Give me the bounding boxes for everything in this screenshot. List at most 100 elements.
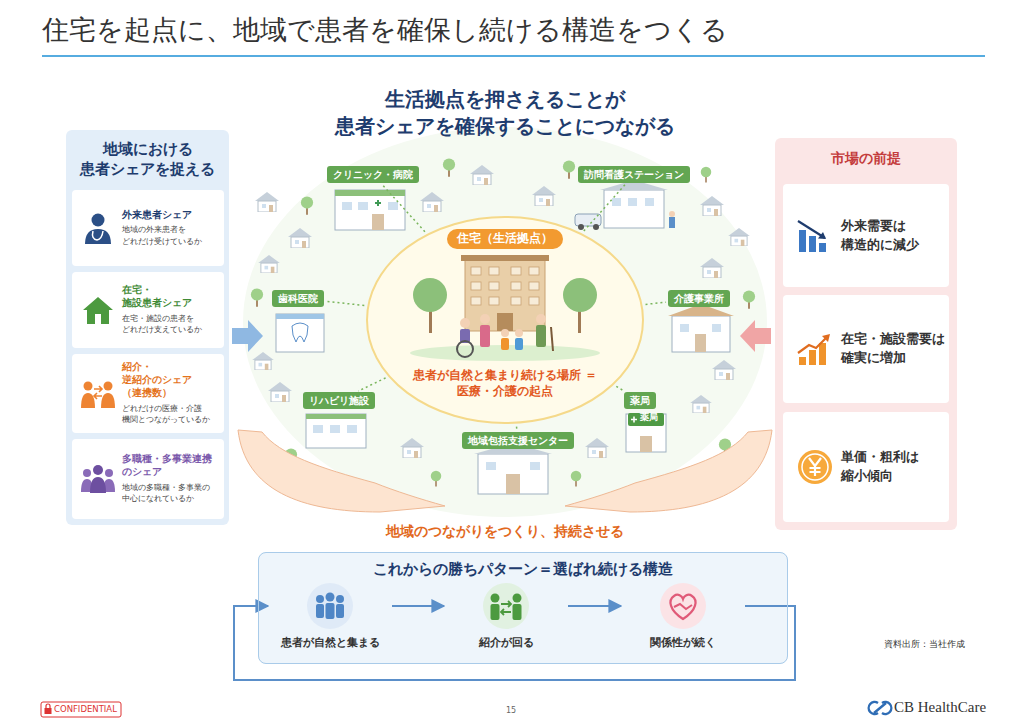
label-holder: 地域のつながりをつくり、持続させる xyxy=(305,522,705,540)
confidential-tag xyxy=(41,702,121,717)
dotted-link xyxy=(382,185,425,232)
market-item-box: 在宅・施設需要は 確実に増加 xyxy=(783,295,949,403)
clinic-building xyxy=(335,190,405,230)
item-heading: 多職種・多事業連携 のシェア xyxy=(122,453,221,479)
home-body-text: 患者が自然と集まり続ける場所 ＝医療・介護の起点 xyxy=(405,367,605,399)
dotted-link xyxy=(326,301,364,305)
share-item-box: 在宅・施設患者シェア在宅・施設の患者を どれだけ支えているか xyxy=(72,272,224,348)
cycle-step: 紹介が回る xyxy=(446,582,566,658)
facility-name: 介護事業所 xyxy=(674,292,724,305)
houses xyxy=(252,165,750,458)
decline-chart-icon xyxy=(795,216,835,256)
facility-name: 薬局 xyxy=(630,394,650,407)
relationship-icon xyxy=(659,582,707,630)
source-note: 資料出所：当社作成 xyxy=(884,638,965,651)
cycle-step: 関係性が続く xyxy=(623,582,743,658)
company-logo: CB HealthCare xyxy=(894,699,986,716)
town-ground xyxy=(243,127,767,517)
band-heading: これからの勝ちパターン＝選ばれ続ける構造 xyxy=(259,560,787,580)
band-ground xyxy=(258,552,788,664)
facility-name: クリニック・病院 xyxy=(333,168,413,181)
care-office xyxy=(668,304,734,352)
panel-heading: 地域における 患者シェアを捉える xyxy=(66,139,229,180)
facility-label: リハビリ施設 xyxy=(303,392,375,409)
pharmacy-sign: 薬局 xyxy=(640,412,658,424)
panel-heading: 市場の前提 xyxy=(775,149,957,167)
market-item-box: 単価・粗利は 縮小傾向 xyxy=(783,412,949,522)
market-text: 外来需要は 構造的に減少 xyxy=(841,217,945,255)
market-text: 単価・粗利は 縮小傾向 xyxy=(841,448,945,486)
pharmacy-building xyxy=(626,413,666,452)
item-heading: 外来患者シェア xyxy=(122,209,221,222)
home-heading: 住宅（生活拠点） xyxy=(447,229,563,249)
dotted-link xyxy=(646,302,667,304)
facility-label: 訪問看護ステーション xyxy=(578,166,690,183)
label-holder: 資料出所：当社作成 xyxy=(884,638,965,651)
dotted-link xyxy=(584,185,625,232)
home-building-illustration xyxy=(405,253,605,361)
item-body: 地域の外来患者を どれだけ受けているか xyxy=(122,224,221,247)
input-arrow xyxy=(740,320,771,352)
item-body: 地域の多職種・多事業の 中心になれているか xyxy=(122,482,221,505)
dotted-link xyxy=(516,427,518,430)
house-icon xyxy=(80,292,116,328)
input-arrow xyxy=(232,320,263,352)
share-panel: 地域における 患者シェアを捉える外来患者シェア地域の外来患者を どれだけ受けてい… xyxy=(66,130,229,525)
title-holder: 住宅を起点に、地域で患者を確保し続ける構造をつくる xyxy=(42,12,728,47)
flow-arrow xyxy=(568,605,621,607)
lock-icon xyxy=(45,704,52,714)
facility-name: 歯科医院 xyxy=(278,292,318,305)
label-holder: 15 xyxy=(506,706,516,715)
growth-chart-icon xyxy=(795,329,835,369)
page-number: 15 xyxy=(506,706,516,715)
referral-icon xyxy=(80,376,116,412)
facility-name: リハビリ施設 xyxy=(309,394,369,407)
facility-name: 訪問看護ステーション xyxy=(584,168,684,181)
rehab-building xyxy=(306,414,366,448)
facility-label: 薬局 xyxy=(624,392,656,409)
title-rule xyxy=(42,55,985,57)
facility-label: クリニック・病院 xyxy=(327,166,419,183)
yen-icon xyxy=(795,447,835,487)
nursing-station xyxy=(575,180,675,230)
item-heading: 在宅・施設患者シェア xyxy=(122,284,221,310)
slide-title: 住宅を起点に、地域で患者を確保し続ける構造をつくる xyxy=(42,12,728,47)
connection-caption: 地域のつながりをつくり、持続させる xyxy=(305,522,705,540)
label-holder: 薬局 xyxy=(640,412,658,424)
doctor-icon xyxy=(80,210,116,246)
facility-label: 歯科医院 xyxy=(272,290,324,307)
item-body: どれだけの医療・介護 機関とつながっているか xyxy=(122,403,221,426)
facility-name: 地域包括支援センター xyxy=(468,434,568,447)
label-holder: 生活拠点を押さえることが 患者シェアを確保することにつながる xyxy=(330,86,680,140)
logo-mark xyxy=(869,702,892,714)
market-text: 在宅・施設需要は 確実に増加 xyxy=(841,330,945,368)
cycle-step: 患者が自然と集まる xyxy=(270,582,390,658)
community-center xyxy=(474,443,552,494)
confidential-mark: CONFIDENTIAL xyxy=(54,704,117,715)
label-holder: CONFIDENTIAL xyxy=(54,704,117,715)
item-body: 在宅・施設の患者を どれだけ支えているか xyxy=(122,313,221,336)
market-panel: 市場の前提外来需要は 構造的に減少在宅・施設需要は 確実に増加単価・粗利は 縮小… xyxy=(775,138,957,530)
market-item-box: 外来需要は 構造的に減少 xyxy=(783,184,949,287)
step-label: 関係性が続く xyxy=(650,636,716,650)
flow-arrow xyxy=(392,605,444,607)
referral-loop-icon xyxy=(482,582,530,630)
item-heading: 紹介・逆紹介のシェア （連携数） xyxy=(122,361,221,399)
team-icon xyxy=(80,461,116,497)
dotted-link xyxy=(616,386,624,391)
hands xyxy=(238,430,772,512)
home-circle: 住宅（生活拠点） 患者が自然と集まり続ける場所 ＝医療・介護の起点 xyxy=(365,215,645,425)
facility-label: 介護事業所 xyxy=(668,290,730,307)
win-pattern-band: これからの勝ちパターン＝選ばれ続ける構造患者が自然と集まる紹介が回る 関係性が続く xyxy=(258,552,788,664)
gather-icon xyxy=(306,582,354,630)
section-heading: 生活拠点を押さえることが 患者シェアを確保することにつながる xyxy=(330,86,680,140)
share-item-box: 紹介・逆紹介のシェア （連携数） どれだけの医療・介護 機関とつながっているか xyxy=(72,354,224,433)
step-label: 紹介が回る xyxy=(479,636,534,650)
trees xyxy=(251,158,755,486)
share-item-box: 外来患者シェア地域の外来患者を どれだけ受けているか xyxy=(72,190,224,266)
facility-label: 地域包括支援センター xyxy=(462,432,574,449)
label-holder: CB HealthCare xyxy=(894,699,986,716)
share-item-box: 多職種・多事業連携 のシェア地域の多職種・多事業の 中心になれているか xyxy=(72,439,224,519)
